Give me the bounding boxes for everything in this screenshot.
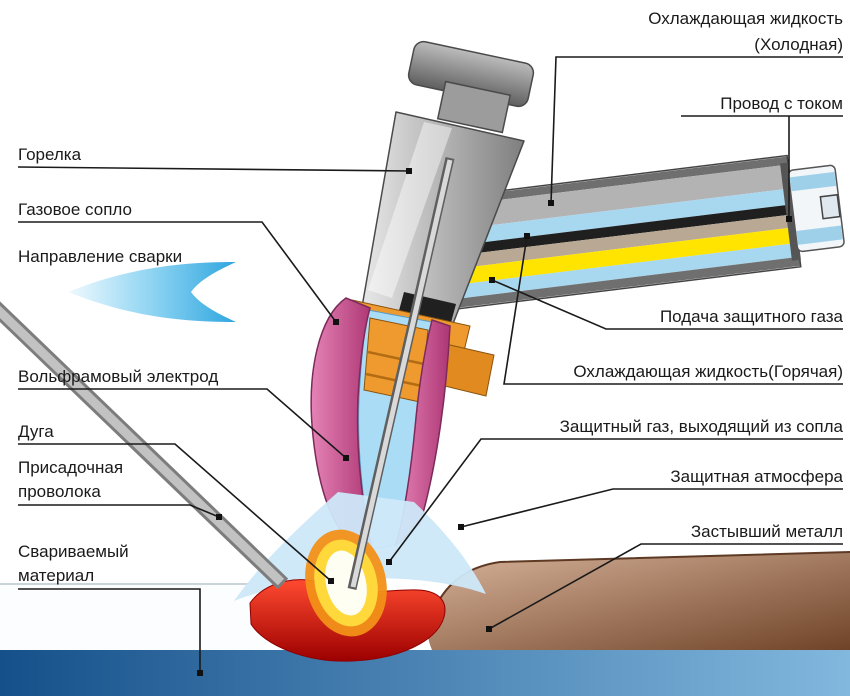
connector-stripe-bottom [796, 225, 843, 245]
connector-stripe-top [789, 171, 837, 192]
label-filler-wire-line2: проволока [18, 482, 101, 501]
connector-socket [819, 193, 841, 220]
torch-neck [436, 80, 512, 134]
leader-base-material [18, 588, 201, 673]
label-gas-nozzle: Газовое сопло [18, 200, 132, 219]
label-tungsten-electrode: Вольфрамовый электрод [18, 367, 218, 386]
label-current-wire: Провод с током [720, 94, 843, 113]
marker-current-wire [786, 216, 792, 222]
marker-gas-from-nozzle [386, 559, 392, 565]
leader-tungsten-electrode [18, 388, 347, 459]
collet-groove-2 [365, 372, 423, 388]
tungsten-electrode-rod [347, 157, 455, 590]
leader-cooling-cold [550, 56, 843, 204]
cable-hot-water-layer [447, 188, 794, 247]
marker-protective-atmosphere [458, 524, 464, 530]
cable-gas-layer [452, 227, 798, 286]
marker-base-material [197, 670, 203, 676]
label-weld-direction: Направление сварки [18, 247, 182, 266]
label-protective-atmosphere: Защитная атмосфера [670, 467, 843, 486]
label-gas-from-nozzle: Защитный газ, выходящий из сопла [560, 417, 844, 436]
leader-gas-supply [491, 279, 843, 330]
cable-inner-blue-layer [454, 242, 800, 299]
marker-torch [406, 168, 412, 174]
marker-solidified-metal [486, 626, 492, 632]
label-solidified-metal: Застывший металл [691, 522, 843, 541]
cable-outer-top [443, 156, 789, 207]
leader-cooling-hot [503, 235, 843, 385]
label-cooling-cold-line1: Охлаждающая жидкость [648, 9, 843, 28]
label-base-material-line1: Свариваемый [18, 542, 129, 561]
leader-gas-nozzle [18, 221, 337, 323]
solidified-metal-plate [427, 552, 850, 650]
cable-outer-bottom [456, 256, 801, 308]
marker-filler-wire [216, 514, 222, 520]
base-bar [0, 650, 850, 696]
leader-protective-atmosphere [460, 488, 843, 528]
filler-wire-core [0, 305, 285, 586]
electrode-core [350, 159, 453, 588]
leader-markers [197, 168, 792, 676]
leader-solidified-metal [488, 543, 843, 630]
label-cooling-cold-line2: (Холодная) [754, 35, 843, 54]
leader-torch [17, 166, 410, 172]
base-plate-left [0, 584, 264, 650]
label-filler-wire-line1: Присадочная [18, 458, 123, 477]
marker-gas-supply [489, 277, 495, 283]
leader-arc [18, 443, 332, 582]
label-cooling-hot: Охлаждающая жидкость(Горячая) [573, 362, 843, 381]
label-gas-supply: Подача защитного газа [660, 307, 844, 326]
torch-body-highlight [368, 122, 452, 298]
marker-arc [328, 578, 334, 584]
leader-lines [17, 56, 843, 673]
collet-groove-1 [367, 350, 425, 366]
label-torch: Горелка [18, 145, 82, 164]
filler-wire [0, 301, 289, 590]
marker-tungsten-electrode [343, 455, 349, 461]
marker-cooling-cold [548, 200, 554, 206]
torch-handle [361, 40, 535, 335]
workpiece [0, 551, 850, 696]
torch-cable-bundle [442, 154, 845, 310]
leader-gas-from-nozzle [388, 438, 843, 563]
cable-cold-water-layer [444, 164, 792, 231]
label-arc: Дуга [18, 422, 54, 441]
leader-filler-wire [18, 504, 220, 518]
cable-sheath-layer [450, 214, 796, 270]
labels: Охлаждающая жидкость (Холодная) Провод с… [18, 9, 844, 585]
weld-direction-arrow [68, 262, 236, 322]
cable-power-layer [449, 204, 795, 257]
label-base-material-line2: материал [18, 566, 94, 585]
marker-cooling-hot [524, 233, 530, 239]
marker-gas-nozzle [333, 319, 339, 325]
